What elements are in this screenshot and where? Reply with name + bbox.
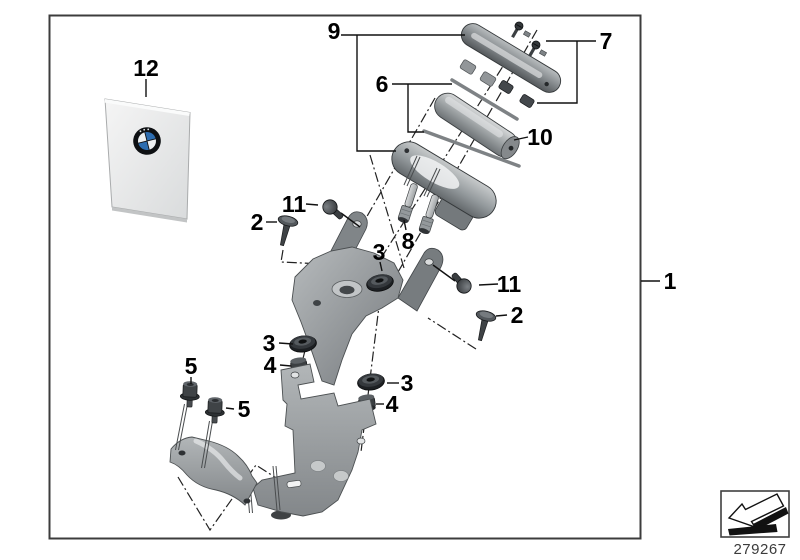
part-pins-6 [422,78,521,168]
callout-leaders [145,34,660,410]
part-screws-2 [277,215,497,342]
part-grommets-3 [289,274,394,391]
part-clamp-top-strip [460,23,562,93]
callout-9[interactable]: 9 [328,18,341,44]
callout-10[interactable]: 10 [527,124,553,150]
callout-7[interactable]: 7 [600,28,613,54]
part-lower-bracket [246,363,377,520]
callout-6[interactable]: 6 [376,71,389,97]
callout-2a[interactable]: 2 [251,209,264,235]
part-small-screws-7 [459,21,548,108]
corner-icon-box [720,490,790,538]
callout-8[interactable]: 8 [402,228,415,254]
callout-4a[interactable]: 4 [264,352,277,378]
callout-11a[interactable]: 11 [282,191,307,217]
callout-12[interactable]: 12 [133,55,159,81]
callout-11b[interactable]: 11 [497,271,522,297]
part-oval-screws-11 [322,199,472,294]
bmw-logo-icon [133,127,161,155]
part-screws-5 [179,381,225,424]
part-bolts-8 [397,155,441,234]
callout-4b[interactable]: 4 [386,391,399,417]
callout-5a[interactable]: 5 [185,353,198,379]
callout-3b[interactable]: 3 [263,330,276,356]
part-instruction-card [104,98,191,223]
callout-5b[interactable]: 5 [238,396,251,422]
arrow-down-left-icon [727,493,789,536]
callout-2b[interactable]: 2 [511,302,524,328]
part-saddle-clamp [169,403,258,506]
callout-3a[interactable]: 3 [373,239,386,265]
callout-3c[interactable]: 3 [401,370,414,396]
part-roller-10 [434,92,520,160]
callout-1[interactable]: 1 [664,268,677,294]
diagram-number: 279267 [733,541,786,558]
